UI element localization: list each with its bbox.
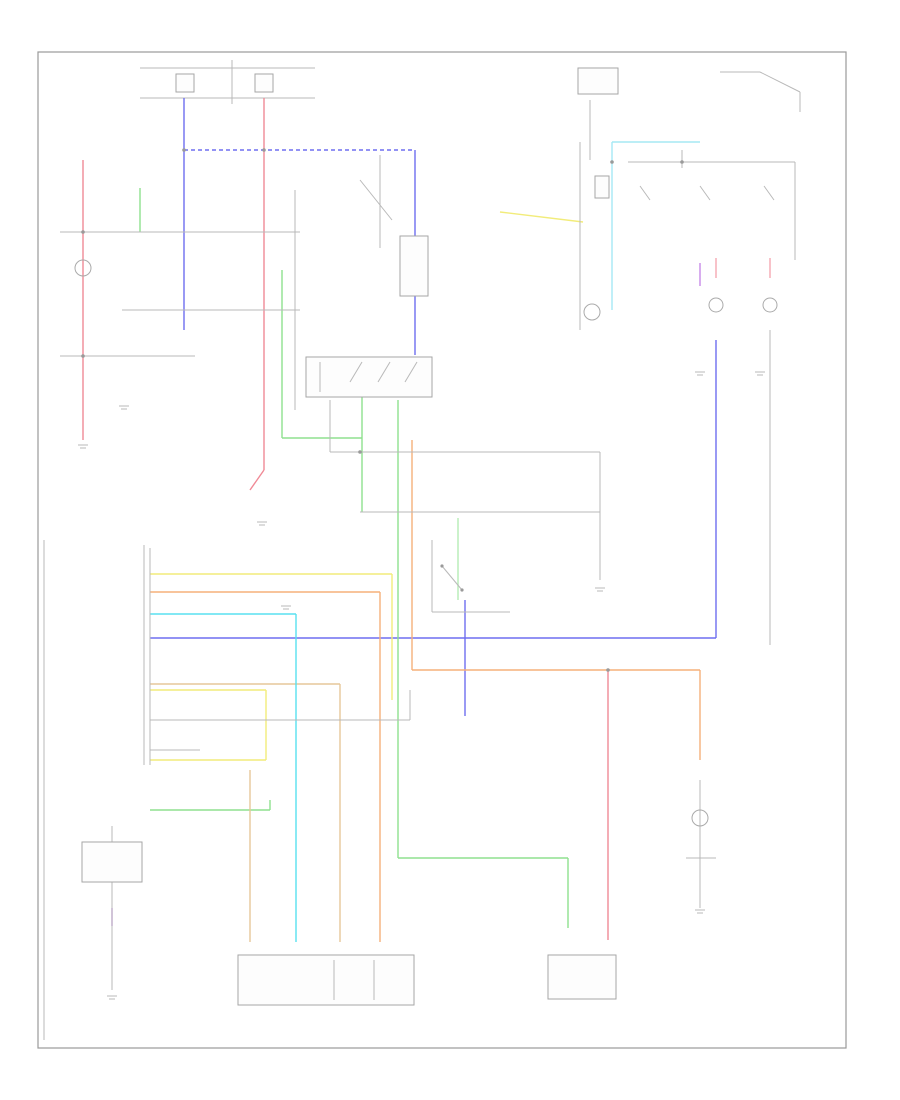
ignition-switch	[577, 67, 801, 112]
clutch-switch	[440, 564, 464, 592]
orange-wire-harness	[150, 440, 701, 942]
yellow-wire-sensor	[499, 211, 584, 223]
brake-lamps	[639, 185, 778, 313]
blue-wire-right	[150, 340, 717, 716]
tan-wire-harness	[150, 683, 341, 942]
actuator	[547, 954, 617, 1000]
green-wire-center	[281, 270, 363, 512]
cruise-control-module	[237, 954, 415, 1006]
diagram-frame	[37, 51, 847, 1049]
speed-sensor	[583, 175, 610, 321]
cyan-wire-harness	[150, 613, 297, 942]
pink-wire-sensor	[715, 258, 771, 278]
red-wire-main	[249, 98, 265, 491]
light-blue-wire-top	[611, 141, 700, 310]
green-wire-long	[397, 400, 569, 928]
red-wire-left	[74, 160, 92, 440]
indicator-lamp	[686, 809, 716, 859]
brake-lamp-left	[74, 259, 92, 277]
steering-switches	[81, 841, 143, 883]
fuse-block	[359, 179, 429, 297]
green-wire-bottom	[150, 800, 271, 811]
harness-connector	[143, 545, 151, 765]
brake-pedal-switch	[305, 356, 433, 398]
battery-fuse-box	[140, 60, 315, 104]
ground-points	[78, 371, 765, 1000]
grey-wires	[43, 100, 796, 1040]
yellow-wire-harness	[150, 573, 393, 761]
junction-dots	[81, 148, 684, 672]
